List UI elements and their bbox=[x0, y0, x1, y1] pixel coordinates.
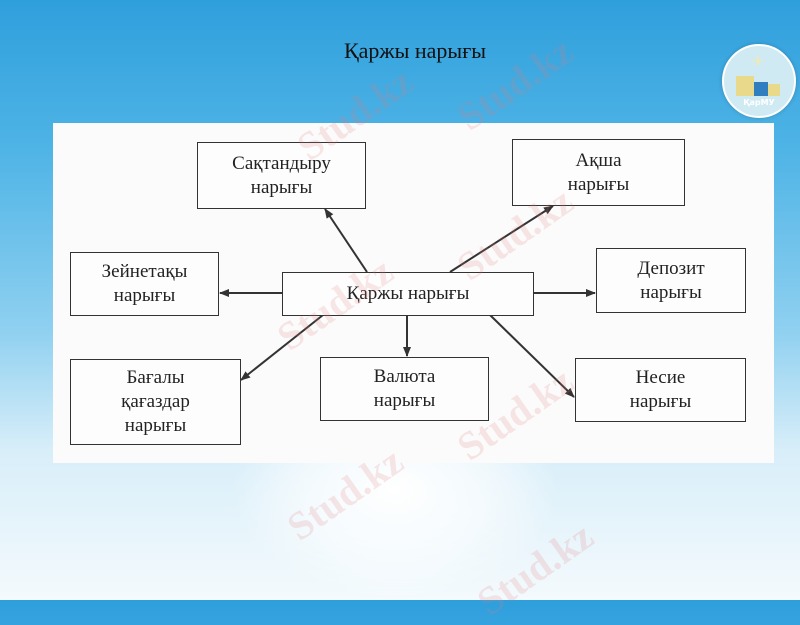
arrow-credit bbox=[489, 314, 575, 398]
node-label: Зейнетақы bbox=[101, 261, 188, 283]
node-label: нарығы bbox=[124, 414, 187, 436]
slide-title: Қаржы нарығы bbox=[343, 38, 487, 63]
node-label: қағаздар bbox=[121, 391, 190, 413]
diagram-arrows bbox=[219, 205, 596, 398]
node-label: нарығы bbox=[629, 391, 692, 412]
node-label: нарығы bbox=[640, 281, 702, 303]
logo-text: ҚарМУ bbox=[743, 98, 775, 107]
node-deposit-market: Депозит нарығы bbox=[596, 248, 746, 313]
arrow-insurance bbox=[324, 208, 368, 273]
node-label: Депозит bbox=[637, 257, 705, 279]
logo-building bbox=[736, 76, 754, 96]
node-currency-market: Валюта нарығы bbox=[320, 357, 489, 421]
node-label: Ақша bbox=[575, 149, 622, 171]
university-logo: ✈ ҚарМУ bbox=[722, 44, 796, 118]
logo-building bbox=[768, 84, 780, 96]
node-financial-market-center: Қаржы нарығы bbox=[282, 272, 534, 316]
logo-building bbox=[754, 82, 768, 96]
node-label: нарығы bbox=[250, 176, 313, 198]
plane-icon: ✈ bbox=[752, 55, 764, 70]
arrow-money bbox=[449, 205, 554, 273]
node-label: Валюта bbox=[373, 366, 436, 388]
node-label: Несие bbox=[635, 367, 686, 389]
node-label: нарығы bbox=[113, 285, 176, 306]
node-securities-market: Бағалы қағаздар нарығы bbox=[70, 359, 241, 445]
node-pension-market: Зейнетақы нарығы bbox=[70, 252, 219, 316]
arrow-securities bbox=[240, 314, 324, 381]
node-label: Сақтандыру bbox=[232, 152, 331, 174]
node-insurance-market: Сақтандыру нарығы bbox=[197, 142, 366, 209]
node-label: нарығы bbox=[567, 173, 630, 195]
node-label: нарығы bbox=[373, 390, 436, 411]
node-label: Бағалы bbox=[126, 367, 185, 389]
node-label: Қаржы нарығы bbox=[346, 283, 470, 305]
node-credit-market: Несие нарығы bbox=[575, 358, 746, 422]
node-money-market: Ақша нарығы bbox=[512, 139, 685, 206]
